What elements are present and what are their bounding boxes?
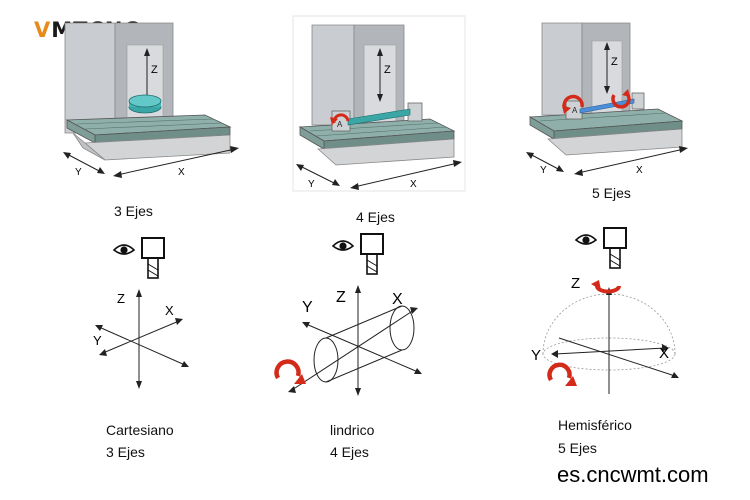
machine-4-title: 4 Ejes — [356, 209, 395, 225]
machine-5-y-label: Y — [540, 165, 547, 176]
cylindrical-axes-count: 4 Ejes — [330, 444, 369, 460]
machine-3-axis-illustration: Z Y X — [63, 22, 239, 178]
cylindrical-z-label: Z — [336, 289, 346, 306]
hemispherical-name: Hemisférico — [558, 417, 632, 433]
machine-4-axis-illustration: Z A Y X — [292, 15, 466, 192]
cartesian-name: Cartesiano — [106, 422, 174, 438]
eye-tool-icon-1 — [112, 237, 165, 279]
cylindrical-name: lindrico — [330, 422, 375, 438]
website-watermark: es.cncwmt.com — [557, 462, 709, 487]
machine-5-title: 5 Ejes — [592, 185, 631, 201]
eye-tool-icon-2 — [331, 233, 384, 275]
eye-tool-icon-3 — [574, 227, 627, 269]
hemispherical-z-label: Z — [571, 275, 580, 292]
cylindrical-axes-diagram: Z X Y — [274, 285, 422, 396]
machine-4-y-label: Y — [308, 179, 315, 190]
machine-4-z-label: Z — [384, 64, 391, 76]
machine-3-z-label: Z — [151, 64, 158, 76]
hemispherical-axes-diagram: Z X Y — [531, 275, 679, 394]
cartesian-z-label: Z — [117, 291, 125, 306]
cylindrical-x-label: X — [392, 291, 403, 308]
cartesian-y-label: Y — [93, 333, 102, 348]
machine-5-rotary-label: A — [572, 106, 578, 115]
hemispherical-y-label: Y — [531, 347, 541, 364]
hemispherical-axes-count: 5 Ejes — [558, 440, 597, 456]
cylindrical-y-label: Y — [302, 299, 313, 316]
machine-4-rotary-label: A — [337, 120, 343, 129]
cartesian-axes-diagram: Z X Y — [93, 289, 189, 389]
machine-5-x-label: X — [636, 165, 643, 176]
cartesian-x-label: X — [165, 303, 174, 318]
cartesian-axes-count: 3 Ejes — [106, 444, 145, 460]
machine-5-z-label: Z — [611, 56, 618, 68]
machine-3-x-label: X — [178, 167, 185, 178]
machine-3-title: 3 Ejes — [114, 203, 153, 219]
machine-5-axis-illustration: Z A Y X — [526, 22, 688, 176]
machine-4-x-label: X — [410, 179, 417, 190]
logo-accent-letter: V — [34, 18, 52, 42]
machine-3-y-label: Y — [75, 167, 82, 178]
hemispherical-x-label: X — [659, 345, 669, 362]
